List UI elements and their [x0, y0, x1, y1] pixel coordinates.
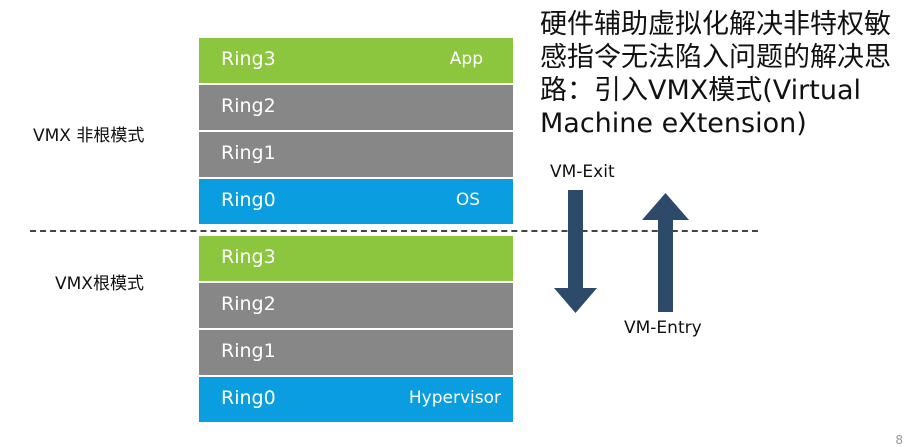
root-ring2: Ring2 [199, 283, 513, 328]
ring-name: Ring2 [221, 95, 276, 117]
non-root-ring3: Ring3 App [199, 38, 513, 83]
ring-name: Ring0 [221, 387, 276, 409]
vm-entry-arrow [642, 193, 689, 312]
root-ring3: Ring3 [199, 236, 513, 281]
ring-tag: OS [455, 190, 480, 210]
transition-arrows [554, 190, 689, 313]
ring-tag: App [449, 49, 483, 69]
page-number: 8 [895, 433, 903, 447]
ring-name: Ring2 [221, 293, 276, 315]
ring-name: Ring1 [221, 142, 276, 164]
non-root-ring0: Ring0 OS [199, 179, 513, 224]
non-root-mode-label: VMX 非根模式 [33, 126, 145, 146]
ring-tag: Hypervisor [408, 388, 501, 408]
root-mode-label: VMX根模式 [55, 274, 144, 294]
vm-exit-label: VM-Exit [550, 162, 615, 182]
non-root-ring2: Ring2 [199, 85, 513, 130]
non-root-ring1: Ring1 [199, 132, 513, 177]
mode-divider [30, 230, 758, 232]
root-ring0: Ring0 Hypervisor [199, 377, 513, 422]
ring-name: Ring3 [221, 48, 276, 70]
vm-entry-label: VM-Entry [624, 318, 702, 338]
ring-name: Ring3 [221, 246, 276, 268]
ring-name: Ring1 [221, 340, 276, 362]
ring-name: Ring0 [221, 189, 276, 211]
vm-exit-arrow [554, 190, 597, 313]
diagram-heading: 硬件辅助虚拟化解决非特权敏感指令无法陷入问题的解决思路：引入VMX模式(Virt… [540, 9, 891, 139]
root-ring1: Ring1 [199, 330, 513, 375]
